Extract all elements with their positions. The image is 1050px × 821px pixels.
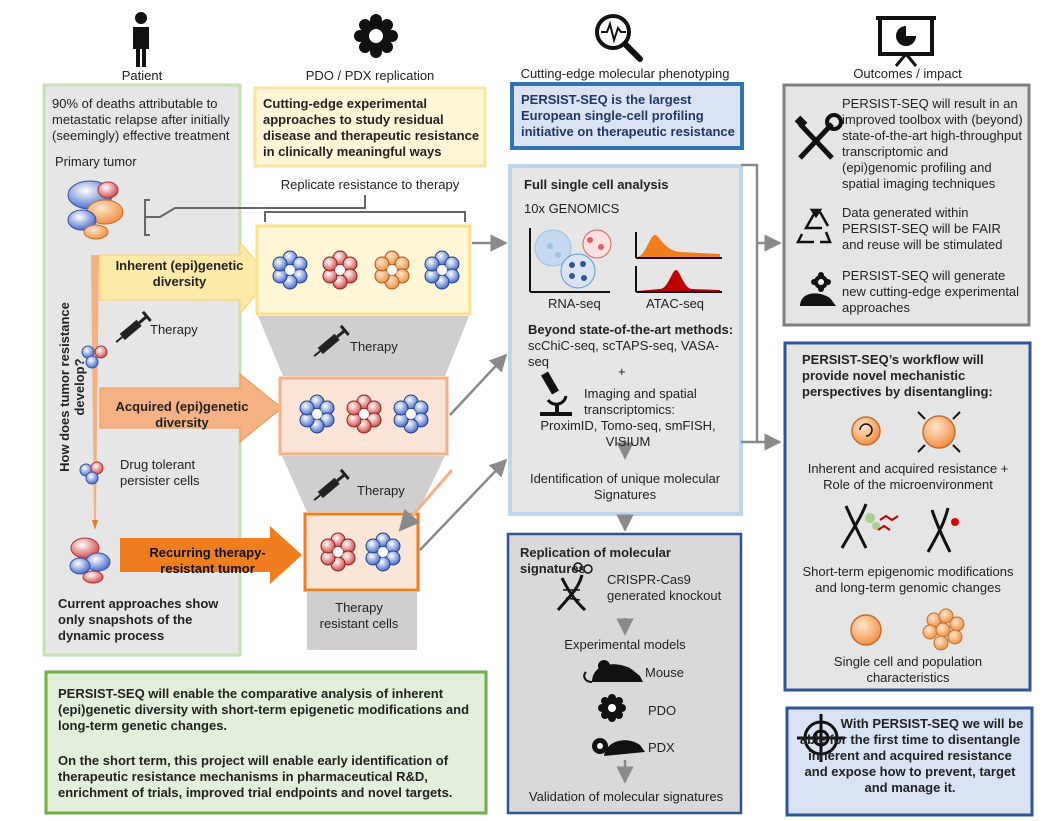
bottom-paragraph-2: On the short term, this project will ena…	[58, 753, 453, 800]
workflow-panel	[783, 341, 1032, 692]
atacseq-label: ATAC-seq	[646, 296, 705, 311]
largest-box	[510, 82, 744, 150]
methods-text: scChiC-seq, scTAPS-seq, VASA-seq	[528, 338, 719, 369]
wrench-icon	[794, 113, 843, 160]
disentangle-panel	[785, 706, 1034, 817]
funnel-stage-3	[303, 512, 420, 592]
mouse-icon	[583, 660, 643, 683]
models-label: Experimental models	[564, 637, 686, 652]
recurring-tumor-image	[69, 537, 111, 584]
toolbox-text: PERSIST-SEQ will result in an improved t…	[842, 96, 1023, 191]
inherent-cell-icon	[851, 416, 881, 446]
approaches-text: PERSIST-SEQ will generate new cutting-ed…	[842, 268, 1020, 315]
mouse-gear-icon	[800, 272, 836, 306]
atacseq-plot	[635, 232, 722, 293]
population-cells-icon	[922, 608, 965, 651]
acquired-arrow	[99, 372, 283, 444]
imaging-methods-text: ProximID, Tomo-seq, smFISH, VISIUM	[540, 418, 716, 449]
therapy-label-pdo-1: Therapy	[350, 339, 398, 354]
dna-scissors-icon	[556, 562, 593, 612]
replicate-label: Replicate resistance to therapy	[280, 177, 460, 192]
current-approaches-text: Current approaches show only snapshots o…	[58, 596, 219, 643]
drug-tolerant-label: Drug tolerant persister cells	[120, 457, 200, 488]
primary-tumor-label: Primary tumor	[55, 154, 137, 169]
fair-text: Data generated within PERSIST-SEQ will b…	[842, 205, 1003, 252]
recurring-arrow	[120, 526, 302, 584]
dna-red-icon	[926, 507, 959, 553]
inherent-arrow	[99, 240, 271, 316]
header-molecular: Cutting-edge molecular phenotyping	[520, 66, 730, 81]
bottom-summary-box	[44, 670, 488, 815]
pdx-icon	[592, 738, 645, 756]
largest-text: PERSIST-SEQ is the largest European sing…	[521, 92, 735, 139]
header-pdo: PDO / PDX replication	[305, 68, 435, 83]
pdo-intro-text: Cutting-edge experimental approaches to …	[263, 96, 480, 159]
gear-icon	[354, 14, 398, 58]
primary-tumor-image	[67, 180, 124, 240]
person-icon	[133, 12, 149, 67]
presentation-icon	[876, 16, 936, 67]
resistant-cells-label: Therapy resistant cells	[319, 600, 399, 631]
pdo-gear-icon	[598, 694, 626, 722]
pdx-label: PDX	[648, 740, 675, 755]
plus-sign: +	[618, 364, 626, 379]
header-patient: Patient	[121, 68, 163, 83]
beyond-title: Beyond state-of-the-art methods:	[528, 322, 734, 337]
bottom-paragraph-1: PERSIST-SEQ will enable the comparative …	[58, 686, 470, 733]
single-cell-icon	[850, 614, 882, 646]
inherent-acquired-text: Inherent and acquired resistance + Role …	[807, 461, 1009, 492]
recycle-icon	[795, 208, 832, 244]
validation-text: Validation of molecular signatures	[528, 789, 724, 804]
dna-green-icon	[840, 503, 899, 549]
short-term-text: Short-term epigenomic modifications and …	[802, 564, 1014, 595]
workflow-text: PERSIST-SEQ’s workflow will provide nove…	[802, 352, 993, 399]
full-sc-title: Full single cell analysis	[524, 177, 669, 192]
therapy-label-patient: Therapy	[150, 322, 198, 337]
rnaseq-plot	[529, 228, 612, 293]
header-outcomes: Outcomes / impact	[853, 66, 962, 81]
disentangle-text: With PERSIST-SEQ we will be able for the…	[799, 716, 1024, 795]
acquired-label: Acquired (epi)genetic diversity	[115, 399, 249, 430]
crispr-text: CRISPR-Cas9 generated knockout	[607, 572, 722, 603]
therapy-label-pdo-2: Therapy	[357, 483, 405, 498]
acquired-cell-icon	[917, 411, 961, 453]
genomics-label: 10x GENOMICS	[524, 201, 620, 216]
target-icon	[797, 714, 845, 762]
rnaseq-label: RNA-seq	[548, 296, 601, 311]
pdo-label: PDO	[648, 703, 677, 718]
imaging-text: Imaging and spatial transcriptomics:	[584, 386, 697, 417]
microscope-icon	[540, 371, 572, 416]
replication-title: Replication of molecular signatures	[520, 545, 671, 576]
pdo-intro-box	[253, 86, 487, 168]
recurring-label: Recurring therapy-resistant tumor	[149, 545, 266, 576]
vertical-question: How does tumor resistance develop?	[57, 302, 87, 472]
identification-text: Identification of unique molecular Signa…	[529, 471, 721, 502]
single-cell-text: Single cell and population characteristi…	[833, 654, 983, 685]
mouse-label: Mouse	[645, 665, 685, 680]
magnifier-chart-icon	[595, 14, 643, 62]
inherent-label: Inherent (epi)genetic diversity	[115, 258, 244, 289]
deaths-text: 90% of deaths attributable to metastatic…	[52, 96, 230, 143]
